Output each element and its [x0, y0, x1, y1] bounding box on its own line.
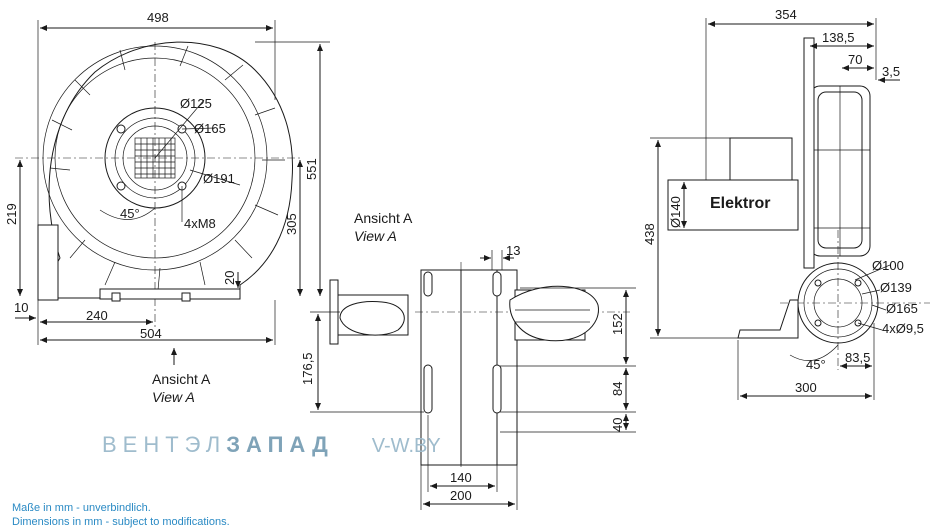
dim-83-5: 83,5	[845, 350, 870, 365]
dim-3-5: 3,5	[882, 64, 900, 79]
dim-d125: Ø125	[180, 96, 212, 111]
dim-300: 300	[795, 380, 817, 395]
dim-84: 84	[610, 382, 625, 396]
right-view: Elektror 354 138,5 70 3,5 438	[642, 7, 930, 400]
note-german: Maße in mm - unverbindlich.	[12, 502, 151, 514]
side-view-label: Ansicht A	[354, 210, 413, 226]
dim-176-5: 176,5	[300, 352, 315, 385]
dim-d165: Ø165	[194, 121, 226, 136]
motor-label: Elektror	[710, 195, 770, 212]
dim-305: 305	[284, 213, 299, 235]
dim-219: 219	[4, 203, 19, 225]
dim-200: 200	[450, 488, 472, 503]
view-a-label: Ansicht A	[152, 371, 211, 387]
dim-40: 40	[610, 418, 625, 432]
dim-240: 240	[86, 308, 108, 323]
dim-354: 354	[775, 7, 797, 22]
dim-498: 498	[147, 10, 169, 25]
dim-13: 13	[506, 243, 520, 258]
dim-438: 438	[642, 223, 657, 245]
view-a-label-en: View A	[152, 389, 195, 405]
note-english: Dimensions in mm - subject to modificati…	[12, 516, 230, 528]
dim-20: 20	[222, 271, 237, 285]
front-view: 498 551 305 219 Ø125 Ø165 Ø191 45° 4xM8 …	[4, 10, 330, 405]
dim-d100: Ø100	[872, 258, 904, 273]
dim-d165: Ø165	[886, 301, 918, 316]
dim-angle-45-right: 45°	[806, 357, 826, 372]
dim-angle-45: 45°	[120, 206, 140, 221]
dim-bolts: 4xM8	[184, 216, 216, 231]
dim-551: 551	[304, 158, 319, 180]
dim-138-5: 138,5	[822, 30, 855, 45]
dim-d139: Ø139	[880, 280, 912, 295]
dim-d191: Ø191	[203, 171, 235, 186]
dim-152: 152	[610, 313, 625, 335]
dim-holes: 4xØ9,5	[882, 321, 924, 336]
dim-140: 140	[450, 470, 472, 485]
dim-70: 70	[848, 52, 862, 67]
dim-504: 504	[140, 326, 162, 341]
side-view-label-en: View A	[354, 228, 397, 244]
dim-10: 10	[14, 300, 28, 315]
side-view: Ansicht A View A 13 152 84	[300, 210, 636, 510]
dim-d140: Ø140	[668, 196, 683, 228]
